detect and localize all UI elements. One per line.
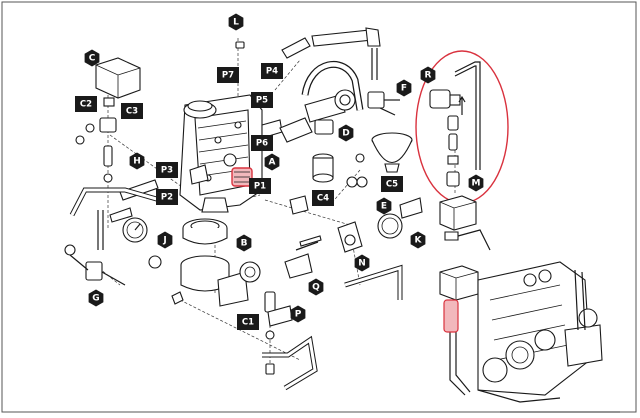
label-text-p5: P5 xyxy=(256,96,268,106)
label-m: M xyxy=(468,174,484,192)
label-text-k: K xyxy=(415,236,423,246)
r-assembly xyxy=(429,61,481,187)
label-text-p6: P6 xyxy=(256,139,268,149)
label-text-c4: C4 xyxy=(317,194,329,204)
label-text-g: G xyxy=(92,294,99,304)
label-g: G xyxy=(88,289,104,307)
label-text-d: D xyxy=(342,129,349,139)
label-text-c3: C3 xyxy=(126,107,138,117)
bowl-c5 xyxy=(371,132,413,173)
label-k: K xyxy=(410,231,426,249)
label-text-j: J xyxy=(162,236,166,246)
label-text-f: F xyxy=(401,84,407,94)
label-text-p2: P2 xyxy=(161,193,173,203)
label-n: N xyxy=(354,254,370,272)
label-c2: C2 xyxy=(75,96,97,112)
left-cluster xyxy=(75,57,159,201)
label-text-p4: P4 xyxy=(266,67,278,77)
diagram-border xyxy=(1,1,637,413)
assembled-inset-view xyxy=(439,261,603,403)
label-p4: P4 xyxy=(261,63,283,79)
label-p2: P2 xyxy=(156,189,178,205)
module-m xyxy=(439,195,491,251)
label-text-m: M xyxy=(472,179,481,189)
label-c: C xyxy=(84,49,100,67)
label-c5: C5 xyxy=(381,176,403,192)
strainer-d xyxy=(304,89,356,135)
label-e: E xyxy=(376,197,392,215)
label-l: L xyxy=(228,13,244,31)
pipe-p3-p2 xyxy=(189,164,209,185)
label-text-l: L xyxy=(233,18,239,28)
label-text-q: Q xyxy=(312,283,320,293)
label-p5: P5 xyxy=(251,92,273,108)
label-text-r: R xyxy=(425,71,432,81)
pressure-gauge-j xyxy=(109,207,162,269)
flange-b xyxy=(180,218,261,307)
label-text-a: A xyxy=(269,158,276,168)
label-b: B xyxy=(236,234,252,252)
label-text-e: E xyxy=(381,202,387,212)
label-text-p: P xyxy=(295,310,302,320)
label-text-n: N xyxy=(358,259,366,269)
bolt xyxy=(171,291,184,305)
inset-highlight xyxy=(443,299,459,333)
label-h: H xyxy=(129,152,145,170)
label-c1: C1 xyxy=(237,314,259,330)
label-c3: C3 xyxy=(121,103,143,119)
label-p6: P6 xyxy=(251,135,273,151)
label-p3: P3 xyxy=(156,162,178,178)
label-a: A xyxy=(264,153,280,171)
label-text-c: C xyxy=(89,54,96,64)
part-e xyxy=(346,153,368,188)
label-text-c2: C2 xyxy=(80,100,92,110)
valve-body-assembly xyxy=(179,94,283,213)
label-q: Q xyxy=(308,278,324,296)
label-text-h: H xyxy=(133,157,141,167)
label-text-c1: C1 xyxy=(242,318,254,328)
label-c4: C4 xyxy=(312,190,334,206)
label-j: J xyxy=(157,231,173,249)
left-bent-pipe xyxy=(69,187,161,217)
label-text-c5: C5 xyxy=(386,180,398,190)
label-text-b: B xyxy=(241,239,248,249)
right-valve-cluster xyxy=(284,195,423,279)
valve-f xyxy=(367,91,400,116)
valve-g xyxy=(64,244,126,286)
label-r: R xyxy=(420,66,436,84)
label-p7: P7 xyxy=(217,67,239,83)
label-text-p1: P1 xyxy=(254,182,266,192)
label-text-p3: P3 xyxy=(161,166,173,176)
fitting-c4 xyxy=(312,153,334,183)
label-f: F xyxy=(396,79,412,97)
lower-fittings-c1-p xyxy=(264,291,293,340)
label-p: P xyxy=(290,305,306,323)
top-pipes xyxy=(235,27,381,80)
pipe-p6 xyxy=(279,117,313,143)
label-p1: P1 xyxy=(249,178,271,194)
small-cap xyxy=(265,363,275,375)
label-d: D xyxy=(338,124,354,142)
label-text-p7: P7 xyxy=(222,71,234,81)
